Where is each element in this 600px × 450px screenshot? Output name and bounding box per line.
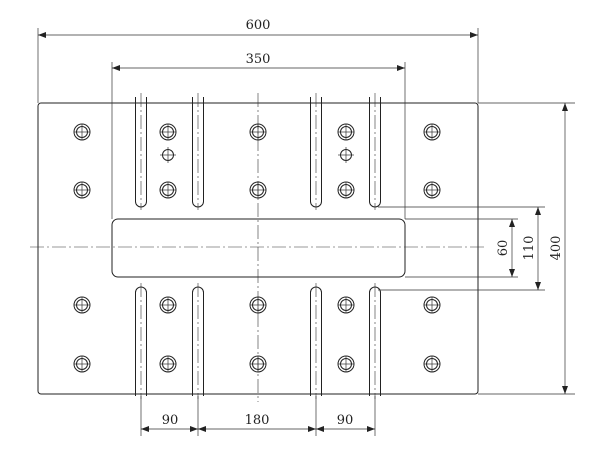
counterbored-hole: [159, 296, 177, 314]
counterbored-hole: [159, 355, 177, 373]
dimension-label-90-right: 90: [337, 413, 354, 428]
counterbored-hole: [337, 355, 355, 373]
counterbored-hole: [73, 123, 91, 141]
counterbored-hole: [423, 123, 441, 141]
counterbored-hole: [159, 181, 177, 199]
counterbored-hole: [159, 123, 177, 141]
dimension-label-60: 60: [496, 240, 511, 257]
dimension-label-350: 350: [246, 52, 271, 67]
dimension-label-600: 600: [246, 18, 271, 33]
dimension-label-110: 110: [522, 236, 537, 261]
dimension-label-400: 400: [549, 236, 564, 261]
slots: [135, 93, 381, 399]
dimension-label-90-left: 90: [162, 413, 179, 428]
counterbored-hole: [249, 123, 267, 141]
counterbored-hole: [73, 181, 91, 199]
counterbored-hole: [423, 181, 441, 199]
small-hole: [160, 147, 176, 163]
counterbored-hole: [73, 355, 91, 373]
small-hole: [338, 147, 354, 163]
counterbored-hole: [337, 296, 355, 314]
counterbored-hole: [73, 296, 91, 314]
dimension-label-180: 180: [245, 413, 270, 428]
holes: [73, 123, 441, 373]
center-window: [111, 218, 406, 278]
counterbored-hole: [337, 123, 355, 141]
counterbored-hole: [249, 296, 267, 314]
counterbored-hole: [249, 181, 267, 199]
counterbored-hole: [423, 296, 441, 314]
counterbored-hole: [337, 181, 355, 199]
counterbored-hole: [423, 355, 441, 373]
counterbored-hole: [249, 355, 267, 373]
